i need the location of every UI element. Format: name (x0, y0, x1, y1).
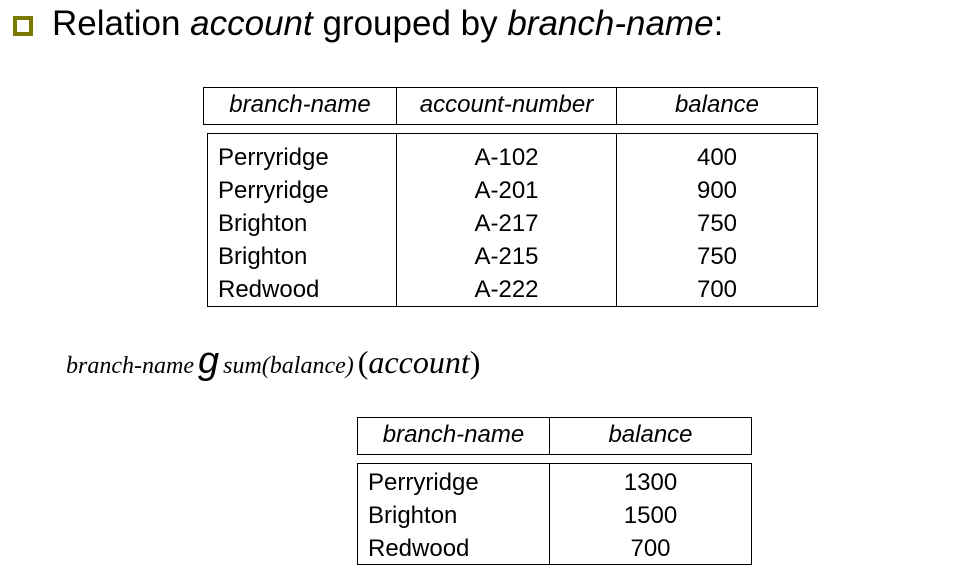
table-cell: 700 (630, 535, 671, 562)
table-cell: Perryridge (218, 144, 329, 171)
header-balance: balance (608, 421, 693, 448)
table-cell: Perryridge (368, 469, 479, 496)
account-number-column: A-102 A-201 A-217 A-215 A-222 (397, 141, 616, 306)
branch-name-column: Perryridge Perryridge Brighton Brighton … (218, 141, 329, 306)
table-cell: 700 (696, 276, 738, 303)
column-divider (549, 464, 550, 564)
table-cell: 1500 (623, 502, 678, 529)
heading-suffix: : (713, 4, 724, 43)
aggregate-operator: g (197, 340, 220, 382)
expression-relation: (account) (358, 344, 481, 380)
table-cell: Brighton (218, 243, 308, 270)
column-divider (616, 88, 617, 124)
heading-prefix: Relation (52, 4, 191, 43)
balance-column: 400 900 750 750 700 (617, 141, 817, 306)
table-cell: 900 (696, 177, 738, 204)
balance-column: 1300 1500 700 (550, 466, 751, 565)
heading-middle: grouped by (312, 4, 508, 43)
aggregation-expression: branch-name g sum(balance) (account) (66, 340, 480, 383)
header-branch-name: branch-name (229, 91, 371, 118)
column-divider (549, 418, 550, 454)
table-cell: Perryridge (218, 177, 329, 204)
bullet-square-icon (13, 16, 33, 36)
header-branch-name: branch-name (382, 421, 525, 448)
branch-name-column: Perryridge Brighton Redwood (368, 466, 479, 565)
open-paren: ( (357, 344, 369, 380)
heading-relation: account (190, 4, 313, 43)
table-cell: 750 (696, 210, 738, 237)
table-cell: A-222 (474, 276, 539, 303)
result-table-body: Perryridge Brighton Redwood 1300 1500 70… (357, 463, 752, 565)
table-cell: A-215 (474, 243, 539, 270)
table-cell: 400 (696, 144, 738, 171)
table-cell: Redwood (218, 276, 320, 303)
slide-heading: Relation account grouped by branch-name: (52, 2, 723, 46)
table-cell: Redwood (368, 535, 470, 562)
result-table-header: branch-name balance (357, 417, 752, 455)
account-table-body: Perryridge Perryridge Brighton Brighton … (207, 133, 818, 307)
column-divider (396, 134, 397, 306)
table-cell: A-201 (474, 177, 539, 204)
column-divider (396, 88, 397, 124)
table-cell: A-102 (474, 144, 539, 171)
table-cell: Brighton (368, 502, 458, 529)
header-account-number: account-number (419, 91, 594, 118)
close-paren: ) (469, 344, 481, 380)
table-cell: Brighton (218, 210, 308, 237)
aggregate-function: sum(balance) (223, 353, 354, 379)
header-balance: balance (674, 91, 760, 118)
column-divider (616, 134, 617, 306)
table-cell: 1300 (623, 469, 678, 496)
relation-name: account (368, 344, 470, 380)
group-attribute: branch-name (66, 353, 194, 379)
account-table-header: branch-name account-number balance (203, 87, 818, 125)
table-cell: 750 (696, 243, 738, 270)
table-cell: A-217 (474, 210, 539, 237)
heading-attribute: branch-name (507, 4, 714, 43)
